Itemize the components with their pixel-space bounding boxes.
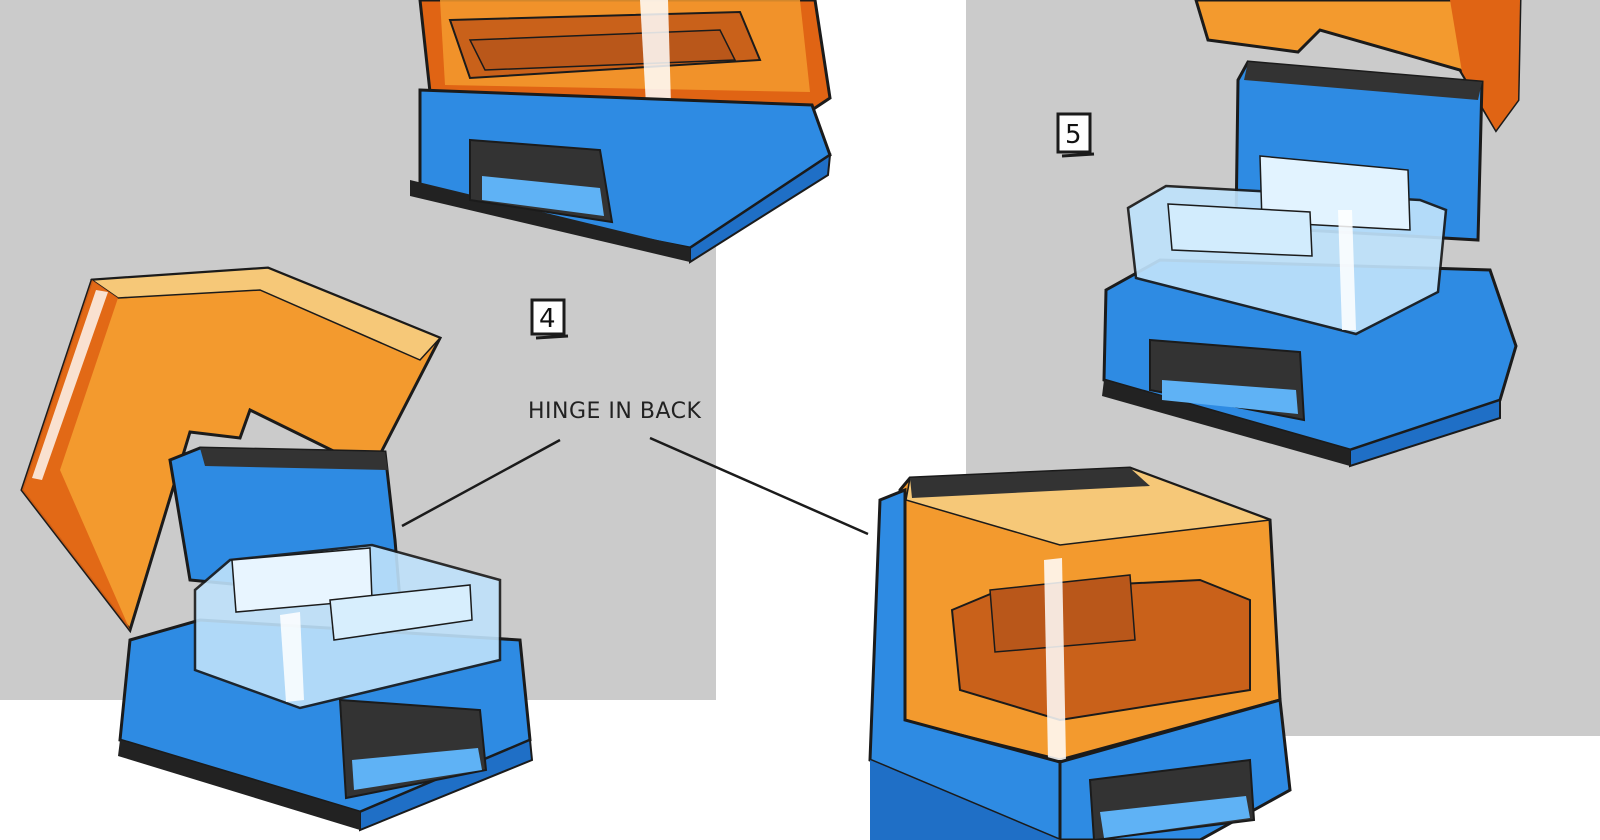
number-box-5: 5 <box>1056 112 1095 158</box>
printer-concept-5 <box>1102 0 1522 468</box>
printer-concept-4 <box>20 266 534 832</box>
concept-number-5: 5 <box>1065 120 1082 150</box>
hinge-label: HINGE IN BACK <box>528 399 701 424</box>
printer-top <box>410 0 832 264</box>
printer-closed <box>868 466 1292 840</box>
number-box-4: 4 <box>530 298 569 340</box>
hinge-leader-right <box>649 436 869 536</box>
hinge-annotation: HINGE IN BACK <box>401 399 869 536</box>
hinge-leader-left <box>401 438 561 528</box>
concept-number-4: 4 <box>539 304 556 334</box>
